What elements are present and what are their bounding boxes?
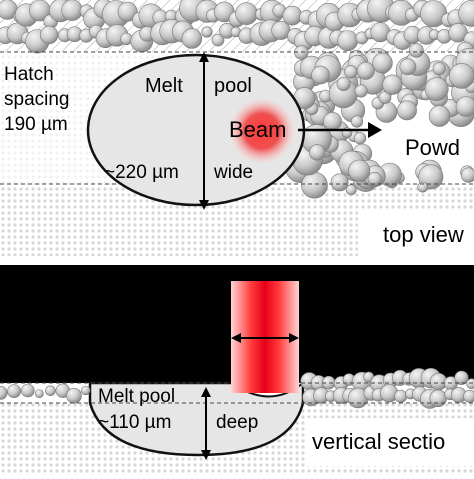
powder-particle — [331, 174, 348, 191]
top-view-label: top view — [383, 222, 464, 247]
powder-particle — [121, 33, 133, 45]
powder-particle — [349, 160, 370, 181]
powder-particle — [202, 27, 213, 38]
powder-particle — [323, 112, 341, 130]
powder-particle — [312, 66, 330, 84]
hatch-label-line1: Hatch — [4, 64, 54, 85]
powder-particle — [351, 116, 363, 128]
powder-particle — [355, 85, 367, 97]
powder-particle — [81, 386, 90, 395]
powder-particle — [283, 6, 302, 25]
powder-particle — [8, 385, 21, 398]
powder-particle — [433, 63, 445, 75]
powder-particle — [456, 97, 474, 117]
powder-particle — [357, 62, 374, 79]
melt-label: Melt — [145, 75, 183, 97]
vertical-section-panel: Melt pool ~110 µm deep vertical sectio — [0, 265, 474, 474]
powder-particle — [430, 390, 447, 407]
powder-particle — [40, 26, 58, 44]
powder-particle — [309, 145, 325, 161]
powder-particle — [467, 379, 474, 389]
powder-particle — [464, 390, 474, 402]
deep-label: deep — [216, 412, 258, 433]
powder-particle — [397, 101, 416, 120]
powder-particle — [346, 185, 356, 195]
powder-particle — [302, 172, 328, 198]
powder-particle — [429, 106, 450, 127]
powder-particle — [400, 59, 416, 75]
powder-particle — [383, 75, 403, 95]
hatch-label-line3: 190 µm — [4, 114, 68, 135]
powder-particle — [373, 53, 393, 73]
powder-particle — [338, 30, 358, 50]
hatch-label-line2: spacing — [4, 89, 70, 110]
powder-particle — [67, 388, 82, 403]
powder-particle — [35, 390, 43, 398]
wide-label: wide — [213, 162, 253, 183]
powder-particle — [344, 65, 357, 78]
powder-particle — [449, 63, 474, 88]
powder-particle — [409, 43, 423, 57]
powder-particle — [354, 132, 366, 144]
beam-label: Beam — [229, 117, 286, 142]
pool-label: pool — [214, 75, 252, 97]
powder-particle — [21, 384, 34, 397]
powder-particle — [45, 386, 55, 396]
powder-particle — [182, 29, 202, 49]
melt-pool-section-label: Melt pool — [98, 386, 175, 407]
depth-value-label: ~110 µm — [98, 412, 171, 433]
top-view-panel: Hatch spacing 190 µm Melt pool Beam Powd… — [0, 0, 474, 256]
powder-label: Powd — [405, 135, 460, 160]
powder-particle — [337, 77, 350, 90]
powder-particle — [395, 390, 407, 402]
powder-particle — [425, 78, 448, 101]
powder-particle — [461, 168, 474, 183]
powder-particle — [236, 3, 258, 25]
width-value-label: ~220 µm — [104, 162, 179, 183]
vertical-section-label: vertical sectio — [312, 429, 445, 454]
powder-particle — [62, 0, 83, 21]
